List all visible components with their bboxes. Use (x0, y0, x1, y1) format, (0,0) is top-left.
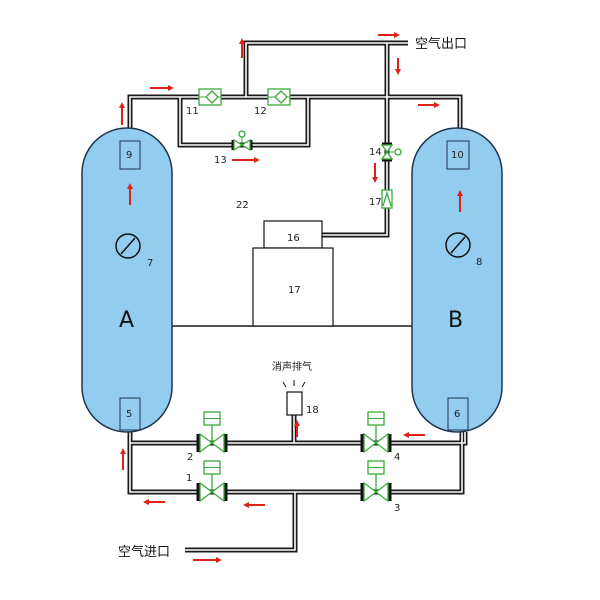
label-8: 8 (476, 257, 482, 268)
valves (196, 88, 402, 503)
check-valve (267, 88, 291, 106)
pipes (127, 40, 468, 553)
label-11: 11 (186, 106, 199, 117)
label-1: 1 (186, 473, 192, 484)
solenoid-valve (360, 411, 392, 454)
label-3: 3 (394, 503, 400, 514)
solenoid-valve (360, 460, 392, 503)
port-6 (447, 397, 469, 431)
label-2: 2 (187, 452, 193, 463)
pipe-inner (245, 42, 408, 97)
label-18: 18 (306, 405, 319, 416)
tank-b-label: B (448, 308, 463, 333)
flow-arrow-icon (193, 557, 222, 563)
throttle-valve (231, 130, 253, 152)
port-10 (446, 140, 470, 170)
label-12: 12 (254, 106, 267, 117)
pipe-inner (129, 96, 461, 128)
port-5 (119, 397, 141, 431)
solenoid-valve (196, 411, 228, 454)
flow-arrow-icon (150, 85, 174, 91)
label-17-box: 17 (288, 285, 301, 296)
flow-arrow-icon (395, 58, 401, 75)
flow-arrow-icon (143, 499, 165, 505)
label-9: 9 (126, 150, 132, 161)
pipe-inner (130, 432, 466, 444)
flow-arrow-icon (294, 420, 300, 437)
port-9 (119, 140, 141, 170)
flow-arrow-icon (418, 102, 440, 108)
label-14: 14 (369, 147, 382, 158)
tank-a-label: A (119, 308, 134, 333)
label-4: 4 (394, 452, 400, 463)
flow-arrow-icon (457, 190, 463, 212)
flow-arrow-icon (239, 38, 245, 58)
muffler-label: 消声排气 (272, 360, 312, 373)
label-6: 6 (454, 409, 460, 420)
flow-arrow-icon (403, 432, 425, 438)
pipe-inner (185, 492, 296, 551)
box-17 (252, 247, 334, 327)
flow-arrow-icon (119, 102, 125, 125)
pressure-gauge-icon (445, 232, 471, 258)
flow-arrow-icon (127, 183, 133, 205)
label-16: 16 (287, 233, 300, 244)
check-valve (381, 189, 393, 209)
solenoid-valve (196, 460, 228, 503)
label-7: 7 (147, 258, 153, 269)
box-16 (263, 220, 323, 249)
label-17-check: 17 (369, 197, 382, 208)
flow-arrows (119, 32, 463, 563)
flow-arrow-icon (243, 502, 265, 508)
flow-arrow-icon (378, 32, 400, 38)
pipe-inner (129, 432, 463, 493)
air-outlet-label: 空气出口 (415, 36, 467, 52)
pipe-inner (322, 43, 388, 236)
flow-arrow-icon (232, 157, 260, 163)
pipe (185, 492, 298, 553)
air-inlet-label: 空气进口 (118, 544, 170, 560)
flow-arrow-icon (372, 163, 378, 183)
tank-a (81, 127, 173, 433)
tank-b (411, 127, 503, 433)
label-13: 13 (214, 155, 227, 166)
check-valve (198, 88, 222, 106)
label-5: 5 (126, 409, 132, 420)
label-10: 10 (451, 150, 464, 161)
vent-valve (380, 142, 402, 162)
muffler (282, 380, 306, 416)
flow-arrow-icon (120, 448, 126, 470)
label-22: 22 (236, 200, 249, 211)
pressure-gauge-icon (115, 233, 141, 259)
